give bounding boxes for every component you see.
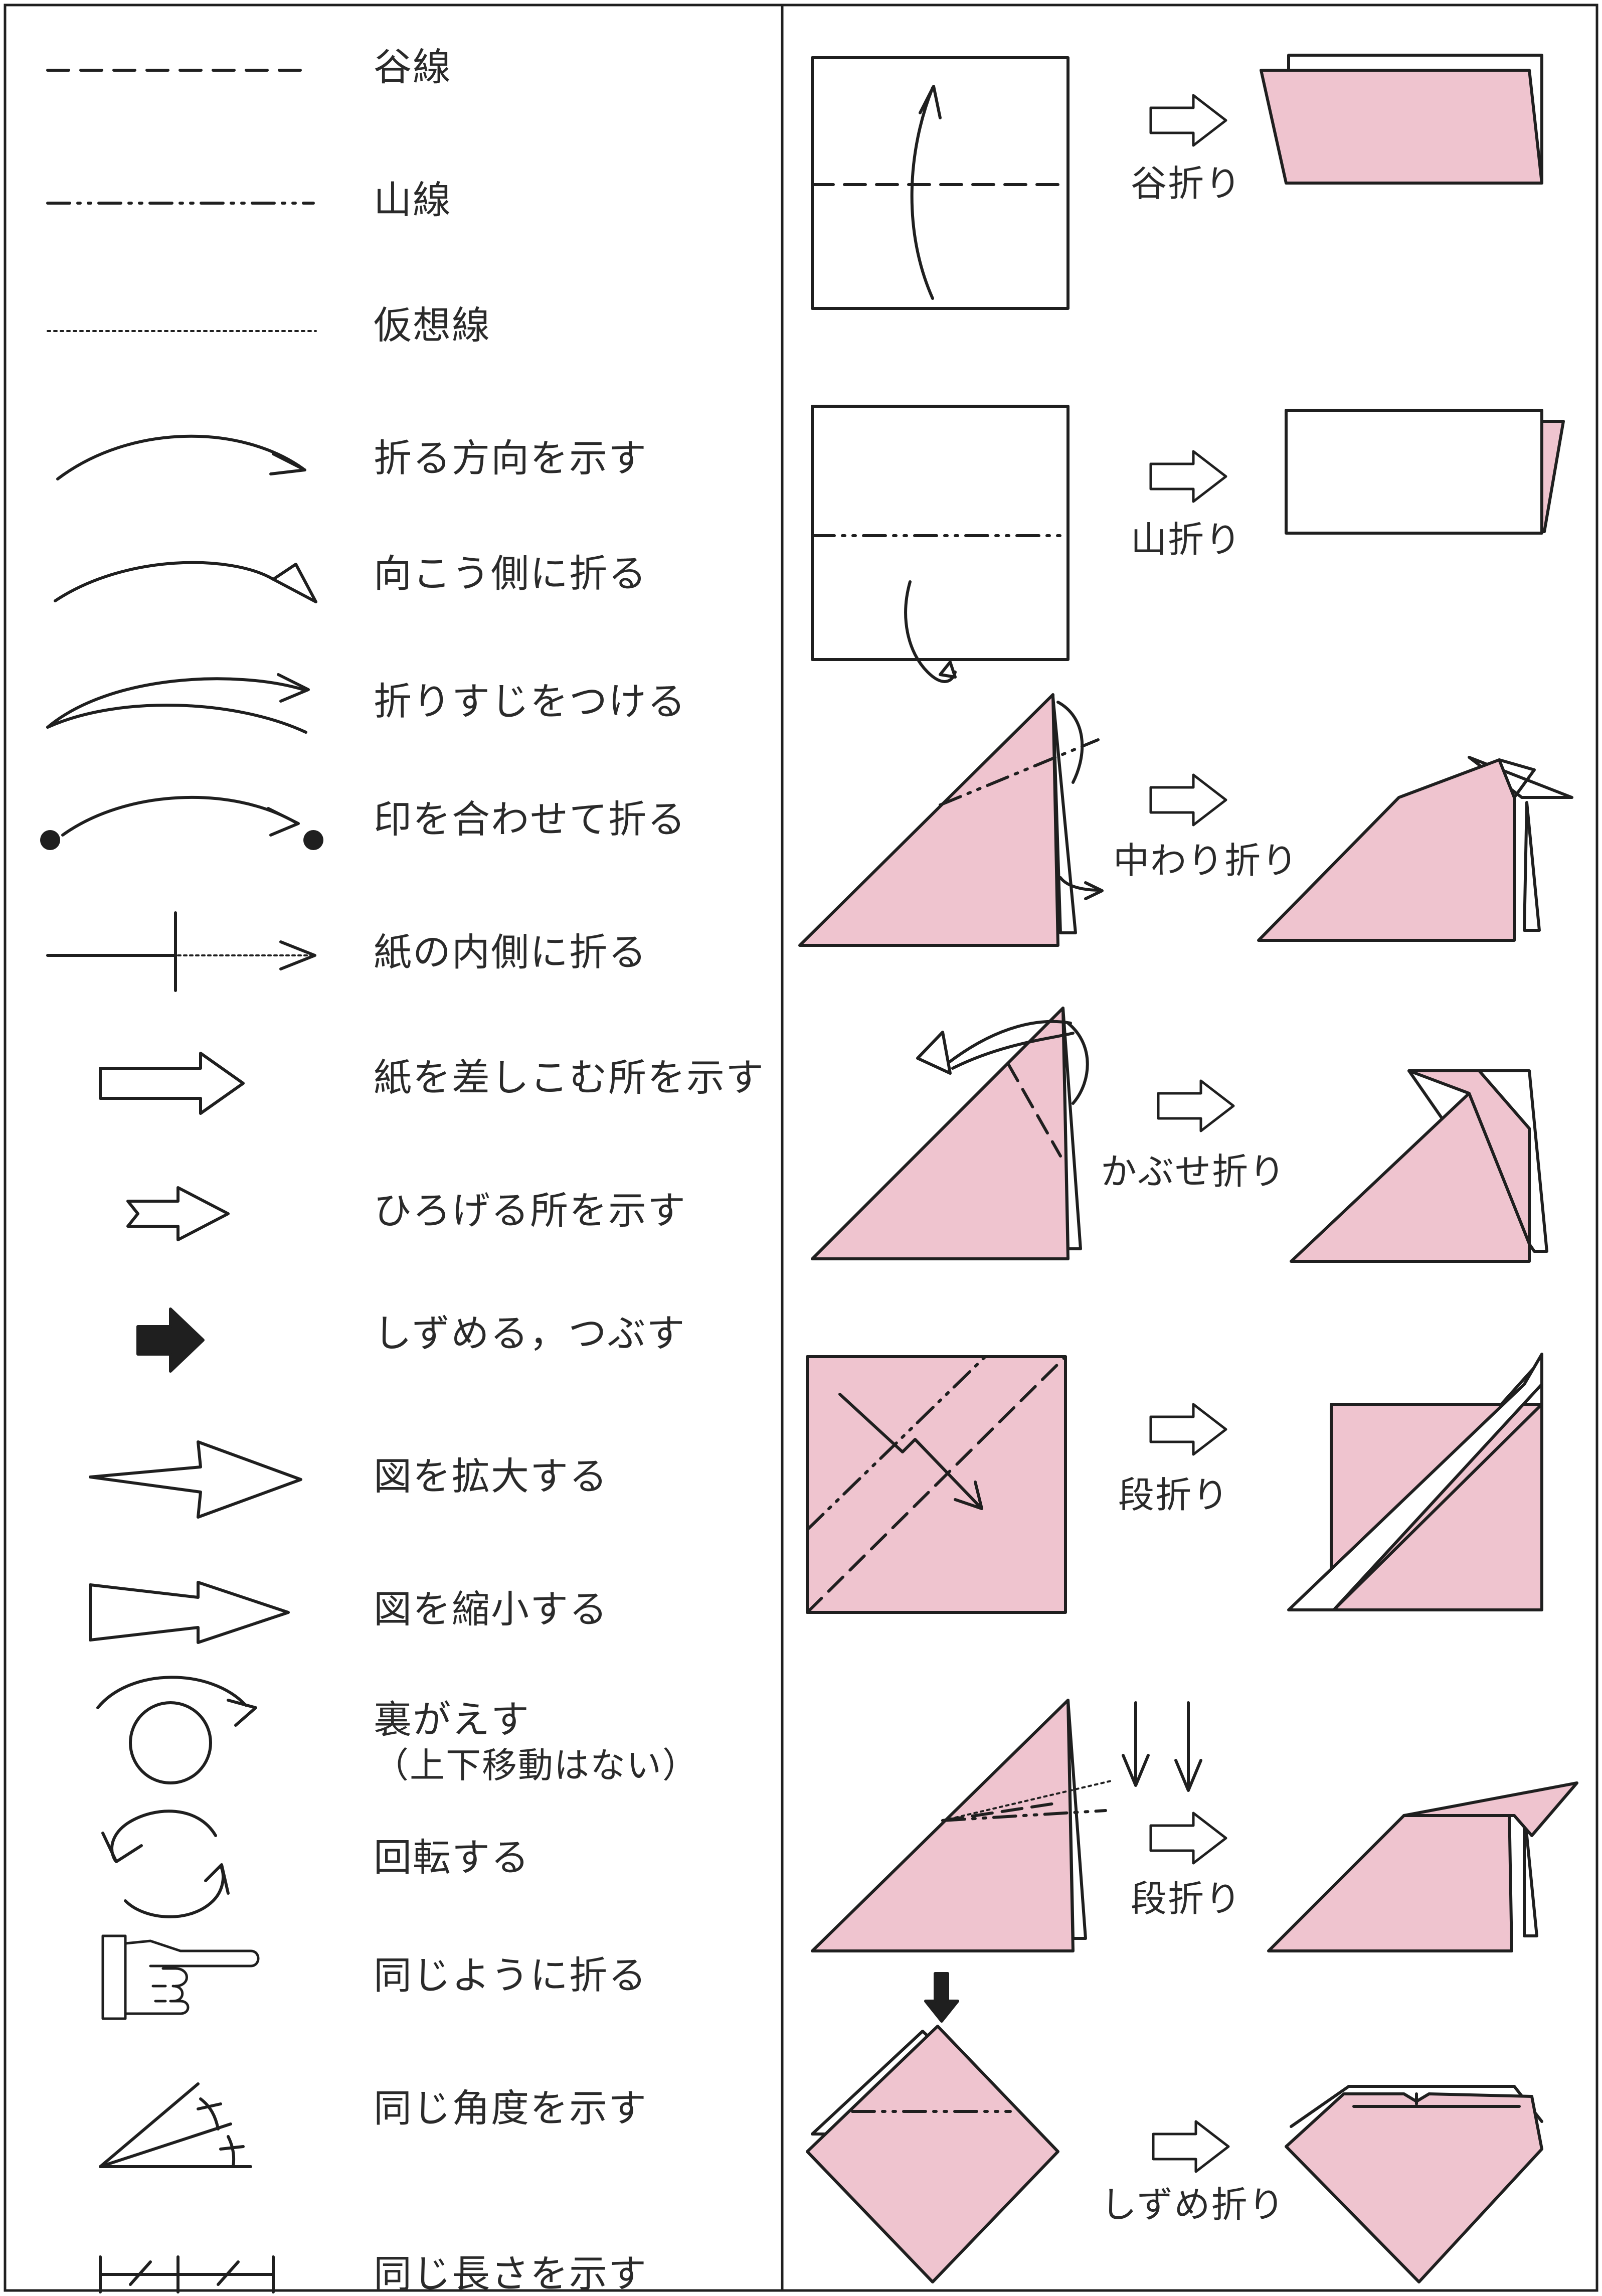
mountain-fold-diagram [811, 405, 1565, 683]
equal-length-icon [99, 2255, 275, 2293]
fold-behind-arrow-icon [54, 561, 317, 603]
crease-arrow-icon [46, 673, 310, 734]
pleat-fold-diagram-1 [806, 1353, 1543, 1614]
enlarge-arrow-icon [89, 1440, 302, 1519]
open-arrow-icon [126, 1186, 230, 1241]
pleat-fold-diagram-2 [811, 1699, 1578, 1952]
fold-direction-arrow-icon [56, 434, 306, 480]
sink-fold-diagram [806, 1972, 1543, 2283]
equal-angle-icon [99, 2082, 252, 2168]
insert-arrow-icon [99, 1052, 245, 1115]
reduce-arrow-icon [89, 1581, 290, 1644]
outside-reverse-fold-diagram [811, 1007, 1548, 1263]
squash-arrow-icon [136, 1307, 205, 1373]
point-to-point-arrow-icon [40, 795, 323, 850]
repeat-hand-icon [101, 1934, 260, 2020]
turn-over-icon [96, 1676, 257, 1784]
inside-reverse-fold-diagram [798, 693, 1573, 947]
rotate-icon [101, 1810, 230, 1918]
fold-inside-arrow-icon [46, 911, 316, 992]
valley-fold-diagram [811, 54, 1543, 310]
frame [4, 4, 1598, 2292]
transition-arrows [1149, 94, 1235, 2173]
